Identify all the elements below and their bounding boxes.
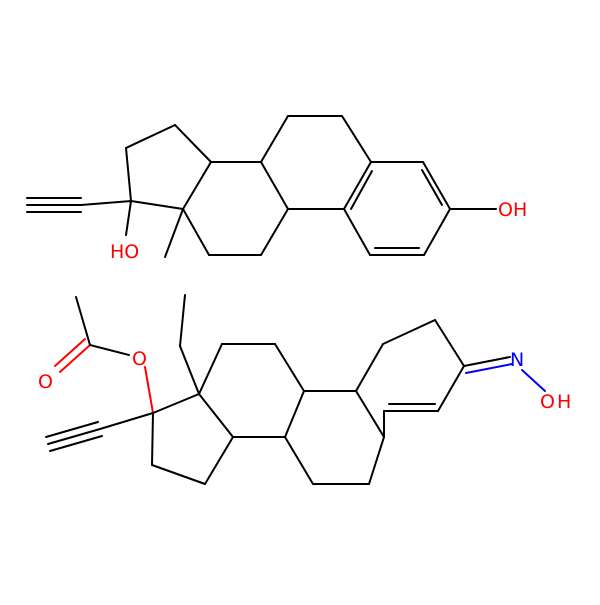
bottom-ring-d <box>151 393 234 485</box>
bottom-ring-c <box>198 343 305 438</box>
bottom-carbonyl-double-bond <box>54 338 91 373</box>
bottom-oxime-o-label: O <box>540 391 555 413</box>
bond <box>80 200 132 206</box>
bottom-ethyl-bond-2 <box>179 294 186 347</box>
bottom-ring-b <box>284 390 385 485</box>
bottom-carbonyl-o-label: O <box>38 371 53 393</box>
top-ring-c <box>182 161 289 256</box>
top-ethynyl-triple-bond <box>26 197 82 213</box>
bottom-oxime-double-bond <box>463 356 513 374</box>
bottom-acetyl-ester-bond <box>89 344 130 356</box>
bottom-ethyl-bond-1 <box>179 345 200 395</box>
bottom-oxime-n-label: N <box>510 349 524 371</box>
molecule-bottom <box>45 294 546 485</box>
top-methyl-bond <box>164 208 184 258</box>
bond <box>99 412 154 430</box>
top-oh-tertiary-label: HO <box>110 241 139 263</box>
molecule-top <box>26 115 497 258</box>
top-ring-a-aromatic <box>343 161 451 256</box>
top-ring-b <box>260 115 372 210</box>
bottom-ester-o-label: O <box>132 348 147 370</box>
top-c-oh-bond <box>125 200 132 236</box>
bottom-n-o-bond <box>521 369 546 392</box>
top-oh-phenol-label: OH <box>498 199 527 221</box>
bottom-ester-o-c17-bond <box>144 366 154 414</box>
bottom-ring-a <box>355 319 465 438</box>
top-ring-d <box>125 124 212 210</box>
bottom-acetyl-methyl-bond <box>75 296 91 346</box>
bottom-ethynyl-triple-bond <box>45 421 103 452</box>
bottom-oxime-h-label: H <box>557 391 571 413</box>
